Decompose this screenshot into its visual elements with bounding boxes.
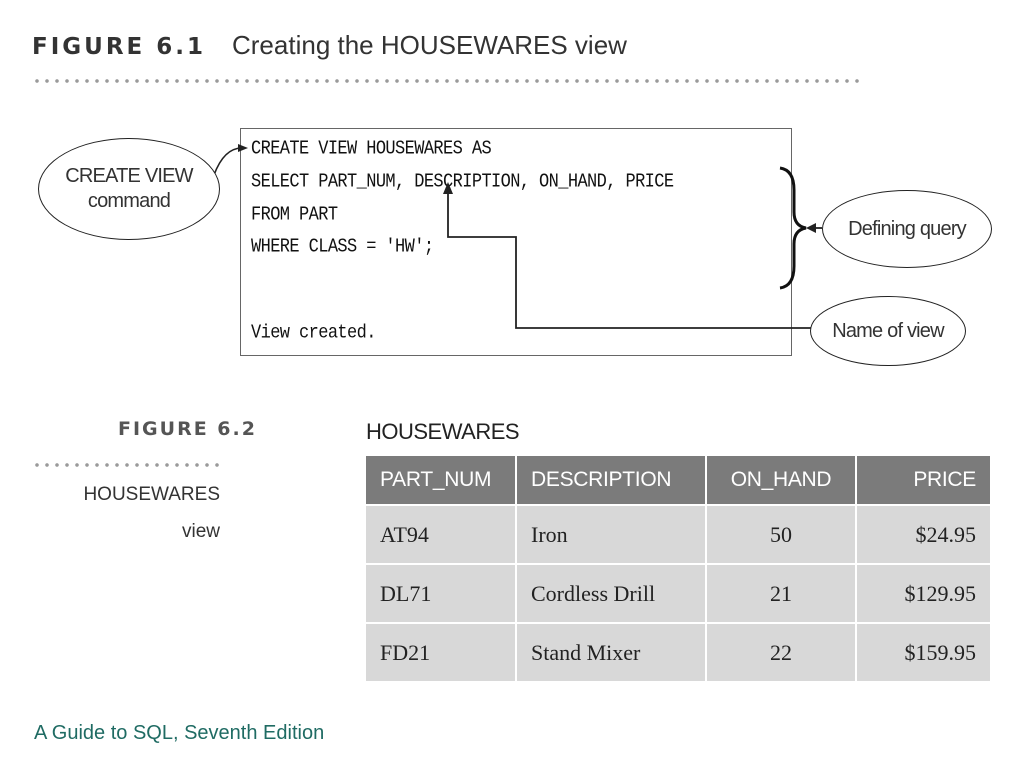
table-cell: 50	[706, 504, 857, 564]
column-header: DESCRIPTION	[516, 456, 707, 505]
table-cell: $24.95	[856, 504, 990, 564]
code-line: SELECT PART_NUM, DESCRIPTION, ON_HAND, P…	[251, 172, 674, 194]
figure-6-2-caption: HOUSEWARES	[83, 484, 220, 505]
table-cell: Cordless Drill	[516, 563, 707, 623]
dotted-divider	[32, 462, 222, 468]
create-view-command-callout: CREATE VIEW command	[38, 138, 220, 240]
figure-6-2-caption: view	[181, 521, 220, 542]
housewares-table: PART_NUM DESCRIPTION ON_HAND PRICE AT94 …	[366, 456, 990, 681]
code-line: FROM PART	[251, 205, 338, 227]
footer-book-title: A Guide to SQL, Seventh Edition	[34, 722, 325, 744]
table-header-row: PART_NUM DESCRIPTION ON_HAND PRICE	[366, 456, 990, 505]
figure-number: FIGURE 6.1	[32, 34, 206, 60]
table-row: FD21 Stand Mixer 22 $159.95	[366, 622, 990, 681]
table-cell: Stand Mixer	[516, 622, 707, 681]
column-header: ON_HAND	[706, 456, 857, 505]
code-line: View created.	[251, 323, 376, 345]
name-of-view-callout: Name of view	[810, 296, 966, 366]
table-cell: 22	[706, 622, 857, 681]
callout-label: command	[87, 190, 171, 212]
figure-6-1-heading: FIGURE 6.1 Creating the HOUSEWARES view	[32, 30, 627, 61]
table-cell: Iron	[516, 504, 707, 564]
code-line: CREATE VIEW HOUSEWARES AS	[251, 139, 492, 161]
table-cell: DL71	[366, 563, 517, 623]
sql-code-box: CREATE VIEW HOUSEWARES AS SELECT PART_NU…	[240, 128, 792, 356]
defining-query-callout: Defining query	[822, 190, 992, 268]
table-cell: AT94	[366, 504, 517, 564]
table-row: DL71 Cordless Drill 21 $129.95	[366, 563, 990, 623]
table-row: AT94 Iron 50 $24.95	[366, 504, 990, 564]
table-cell: 21	[706, 563, 857, 623]
column-header: PRICE	[856, 456, 990, 505]
figure-6-2-number: FIGURE 6.2	[118, 418, 257, 440]
table-cell: $159.95	[856, 622, 990, 681]
column-header: PART_NUM	[366, 456, 517, 505]
table-cell: FD21	[366, 622, 517, 681]
callout-label: Name of view	[832, 319, 944, 342]
dotted-divider	[32, 78, 864, 84]
table-title: HOUSEWARES	[366, 419, 520, 444]
callout-label: Defining query	[848, 217, 967, 240]
figure-caption: Creating the HOUSEWARES view	[232, 30, 627, 60]
callout-label: CREATE VIEW	[65, 165, 193, 187]
table-cell: $129.95	[856, 563, 990, 623]
code-line: WHERE CLASS = 'HW';	[251, 237, 434, 259]
